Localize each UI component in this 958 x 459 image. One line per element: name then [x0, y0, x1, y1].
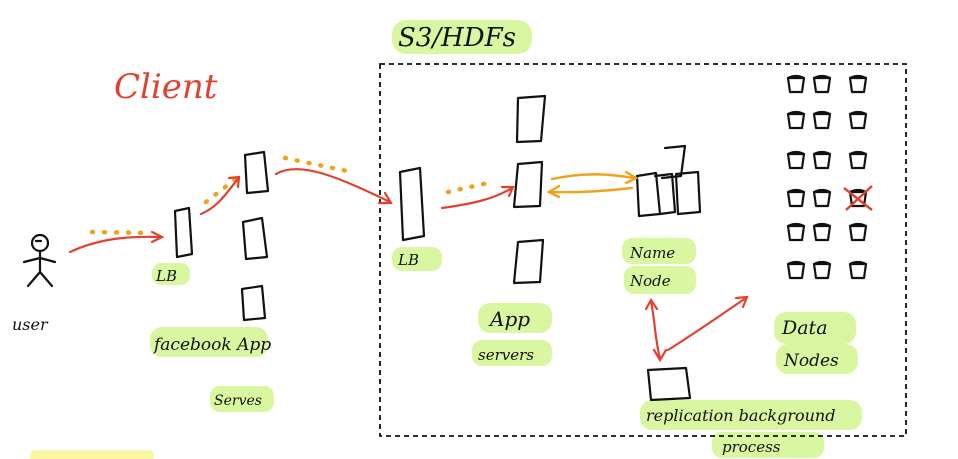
name-node-icon — [635, 144, 702, 218]
namenode-to-appserver-arrow — [548, 186, 634, 194]
user-to-lb-arrow — [68, 235, 162, 254]
app-servers-label-1: App — [488, 307, 530, 331]
namenode-to-replication-arrow — [649, 300, 662, 360]
storage-title-highlight — [392, 20, 532, 54]
servers-highlight — [472, 340, 552, 366]
app-to-cluster-arrow — [274, 167, 392, 204]
appserver-to-namenode-arrow — [550, 173, 636, 181]
lb-to-appserver-dots — [445, 180, 491, 195]
app-server-icon-1 — [515, 94, 547, 144]
data-node-bucket-icon — [786, 260, 806, 280]
lb-to-app-arrowhead — [227, 175, 241, 189]
replication-to-datanodes-arrow — [666, 296, 748, 352]
data-node-bucket-icon — [812, 74, 832, 94]
app-highlight — [478, 303, 552, 333]
data-node-bucket-icon — [848, 110, 868, 130]
cluster-lb-label: LB — [397, 251, 419, 269]
facebook-app-highlight — [150, 327, 268, 357]
data-node-bucket-icon — [848, 222, 868, 242]
highlights — [30, 20, 862, 459]
facebook-servers-label: Serves — [214, 393, 262, 409]
app-server-icon-3 — [512, 238, 545, 285]
lb-to-app-arrow — [199, 177, 240, 216]
name-highlight — [622, 238, 696, 264]
process-highlight — [712, 432, 824, 458]
lb-to-appserver-arrow — [440, 186, 514, 210]
name-node-label-1: Name — [629, 244, 675, 262]
data-node-bucket-icon — [812, 188, 832, 208]
data-node-bucket-icon — [812, 150, 832, 170]
user-icon — [22, 233, 57, 288]
replication-label-1: replication background — [646, 406, 835, 425]
data-nodes-label-2: Nodes — [783, 351, 839, 371]
data-nodes-label-1: Data — [781, 317, 828, 339]
facebook-app-label: facebook App — [152, 335, 271, 355]
user-label: user — [12, 315, 49, 334]
facebook-servers-highlight — [210, 386, 274, 412]
data-node-bucket-icon — [848, 150, 868, 170]
client-lb-label: LB — [155, 267, 177, 285]
name-node-label-2: Node — [629, 272, 671, 290]
data-node-bucket-icon — [786, 110, 806, 130]
storage-cluster-boundary — [379, 63, 907, 437]
data-nodes-grid — [786, 74, 868, 280]
data-highlight — [774, 312, 856, 344]
replication-label-2: process — [722, 438, 781, 456]
replication-highlight — [640, 400, 862, 430]
user-to-lb-arrowhead — [150, 230, 165, 244]
client-title: Client — [114, 67, 218, 107]
facebook-server-icon-2 — [241, 216, 269, 261]
data-node-bucket-icon — [812, 222, 832, 242]
node-highlight — [624, 266, 696, 294]
user-to-lb-dots — [89, 229, 153, 236]
facebook-server-icon-3 — [240, 284, 267, 322]
app-server-icon-2 — [512, 160, 544, 209]
data-node-bucket-icon — [786, 222, 806, 242]
data-node-bucket-icon — [786, 74, 806, 94]
data-node-bucket-icon — [786, 188, 806, 208]
facebook-server-icon-1 — [243, 150, 270, 195]
data-node-bucket-icon — [812, 110, 832, 130]
namenode-to-appserver-arrowhead — [546, 184, 561, 199]
data-node-bucket-icon — [786, 150, 806, 170]
storage-title: S3/HDFs — [398, 23, 516, 53]
data-node-bucket-icon — [812, 260, 832, 280]
app-to-cluster-arrowhead — [377, 191, 393, 205]
data-node-bucket-icon — [848, 260, 868, 280]
lb-to-appserver-arrowhead — [500, 185, 515, 198]
data-node-bucket-icon — [848, 74, 868, 94]
appserver-to-namenode-arrowhead — [624, 170, 639, 185]
client-lb-server-icon — [173, 206, 194, 259]
namenode-to-replication-arrowhead-bottom — [652, 348, 668, 363]
lb-to-app-dots — [203, 174, 241, 205]
replication-to-datanodes-arrowhead — [734, 295, 749, 309]
app-servers-label-2: servers — [478, 346, 534, 364]
app-to-cluster-dots — [282, 155, 355, 175]
nodes-highlight — [776, 344, 858, 374]
cluster-lb-highlight — [392, 247, 442, 271]
connections — [68, 155, 749, 363]
failed-node-cross-icon — [843, 185, 873, 211]
replication-process-icon — [646, 366, 692, 402]
client-lb-highlight — [152, 263, 190, 285]
cluster-lb-server-icon — [398, 166, 426, 242]
yellow-marker-stroke — [30, 450, 154, 459]
namenode-to-replication-arrowhead-top — [644, 297, 659, 311]
